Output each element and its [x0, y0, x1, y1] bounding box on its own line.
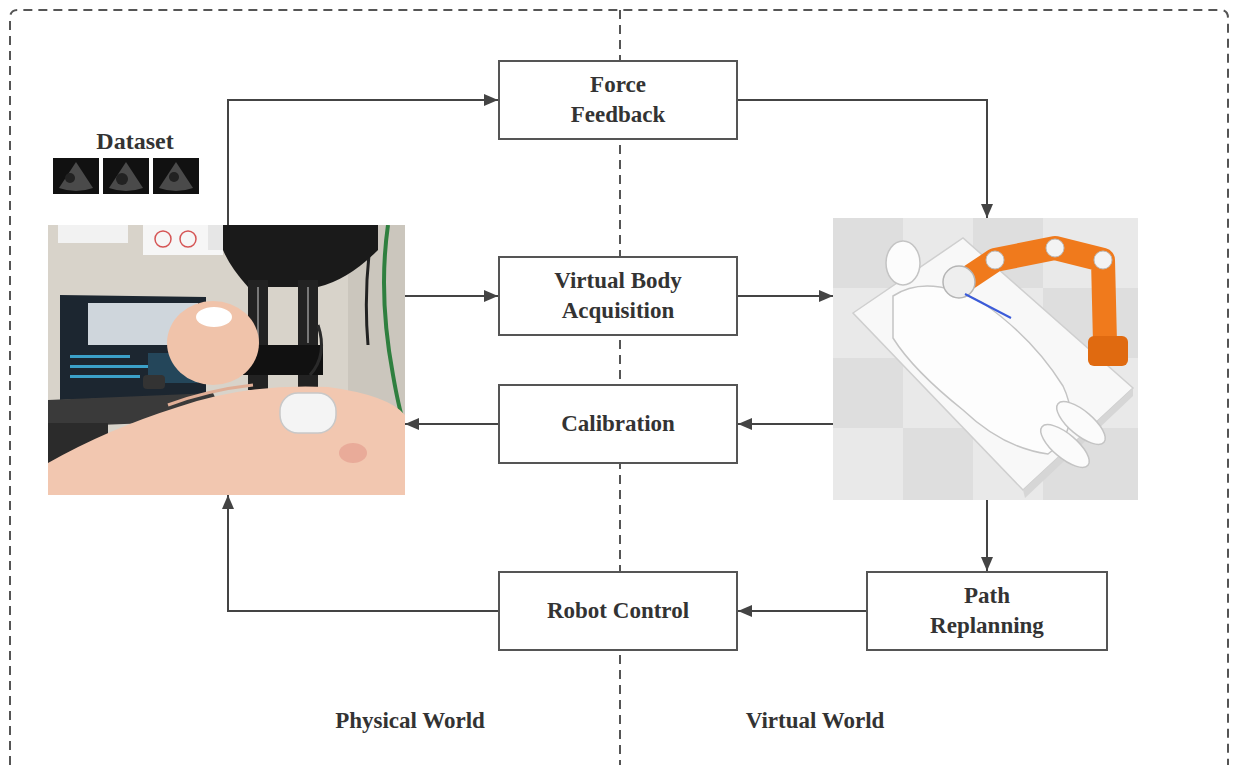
flow-arrow — [228, 100, 498, 225]
region-label: Virtual World — [746, 706, 885, 736]
box-label: Virtual Body Acquisition — [518, 266, 718, 326]
process-box: Robot Control — [498, 571, 738, 651]
ultrasound-thumbnails — [53, 158, 199, 194]
flow-arrow — [405, 423, 498, 425]
process-box: Path Replanning — [866, 571, 1108, 651]
box-label: Force Feedback — [553, 70, 683, 130]
box-label: Calibration — [561, 409, 675, 439]
panel-heading: Dataset — [55, 126, 215, 157]
region-label: Physical World — [335, 706, 485, 736]
process-box: Virtual Body Acquisition — [498, 256, 738, 336]
process-box: Calibration — [498, 384, 738, 464]
render-arrows — [738, 100, 987, 571]
process-box: Force Feedback — [498, 60, 738, 140]
box-label: Path Replanning — [922, 581, 1052, 641]
flow-arrow — [228, 495, 498, 611]
flow-arrow — [738, 610, 866, 612]
dashed-frame — [10, 10, 1228, 765]
physical-setup-photo — [48, 225, 405, 495]
virtual-scene-render — [833, 218, 1138, 500]
photo-panel: Dataset — [48, 225, 405, 495]
box-label: Robot Control — [547, 596, 689, 626]
flow-arrow — [405, 295, 498, 297]
